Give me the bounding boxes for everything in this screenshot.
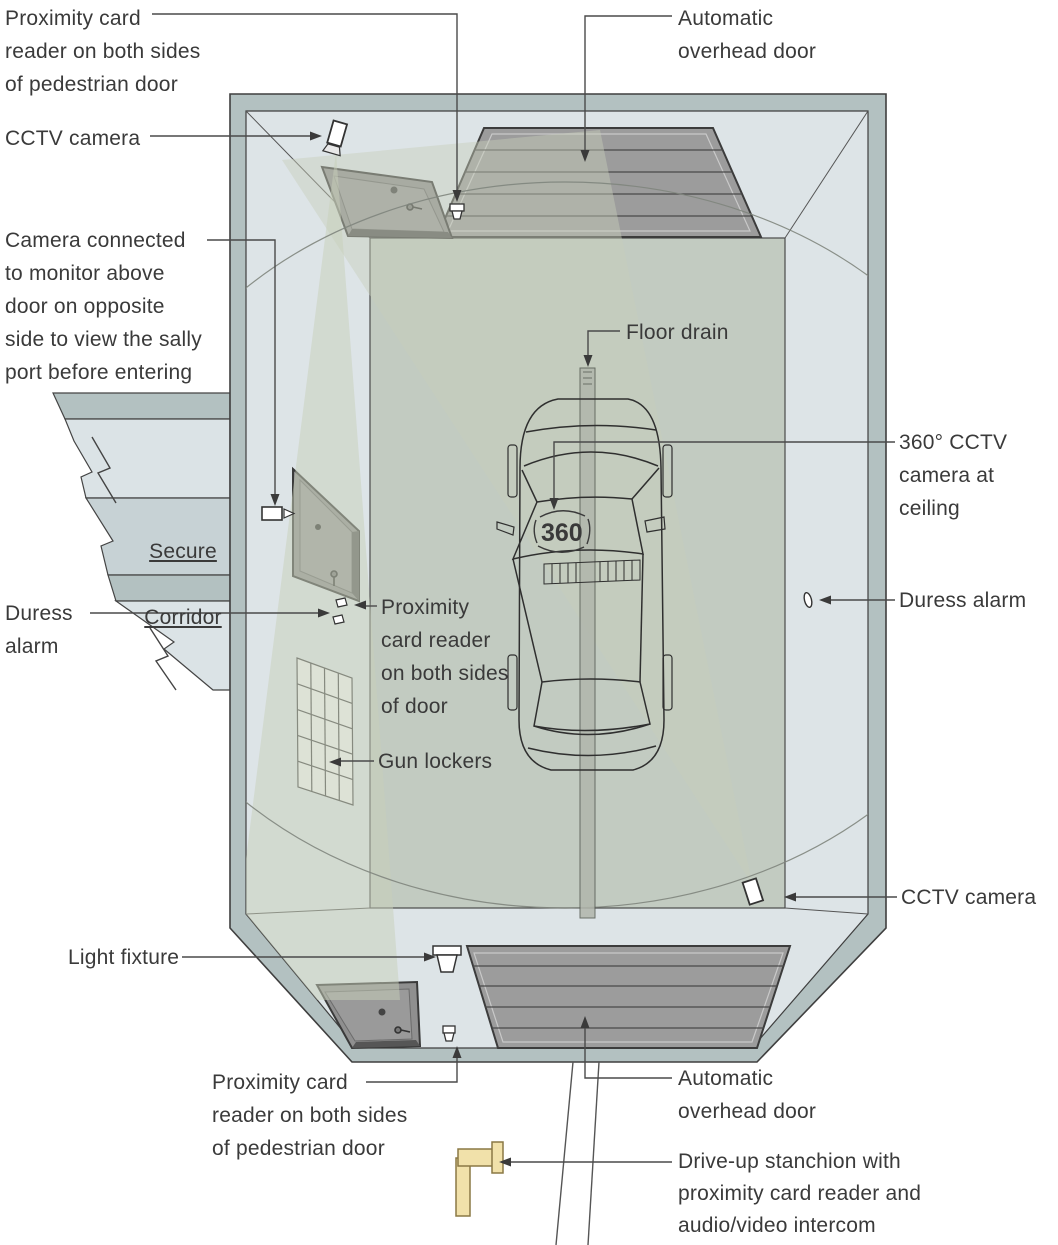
duress-button-right-icon <box>803 591 813 609</box>
driveway-lines <box>555 1061 600 1245</box>
label-proximity-reader-top: Proximity card reader on both sides of p… <box>5 7 201 96</box>
marker-360-text: 360 <box>541 519 583 547</box>
proximity-card-reader-button <box>335 597 348 608</box>
label-duress-alarm-left: Duress alarm <box>5 602 73 658</box>
wheel <box>507 444 518 498</box>
break-line-upper <box>91 436 117 504</box>
label-floor-drain: Floor drain <box>626 321 729 344</box>
label-cctv-camera-top: CCTV camera <box>5 127 141 150</box>
duress-alarm-button <box>332 614 345 625</box>
corridor-upper-wall <box>52 392 231 420</box>
light-fixture-icon <box>432 945 462 973</box>
label-secure-corridor: Secure Corridor <box>118 502 248 667</box>
drive-up-stanchion-icon <box>455 1141 504 1217</box>
leader-360-cctv <box>553 441 895 499</box>
door-key-icon <box>394 1026 411 1034</box>
leader-prox-top <box>152 13 458 191</box>
cctv-camera-bottom-icon <box>741 877 765 906</box>
cone-top-camera <box>246 152 400 1000</box>
proximity-reader-top-icon <box>449 203 465 220</box>
car-body <box>518 398 665 771</box>
windshield <box>511 496 644 561</box>
cctv-camera-top-icon <box>321 119 349 157</box>
duress-buttons-left-icon <box>332 597 348 625</box>
cowl-vent-band <box>543 559 641 585</box>
door-knob <box>390 186 398 194</box>
leader-arrowheads <box>270 131 831 1167</box>
pedestrian-door-top <box>320 165 454 240</box>
break-line-lower <box>149 627 177 691</box>
corridor-upper-floor <box>64 418 231 499</box>
monitor-camera-icon <box>261 506 296 521</box>
wheel <box>507 654 518 711</box>
label-drive-up-stanchion: Drive-up stanchion with proximity card r… <box>678 1150 922 1237</box>
label-proximity-reader-bottom: Proximity card reader on both sides of p… <box>212 1071 408 1160</box>
sally-port-floor <box>369 237 786 909</box>
secure-corridor-structure <box>52 392 231 691</box>
coverage-circle-360 <box>246 181 868 909</box>
camera-view-cones <box>246 130 868 1000</box>
label-gun-lockers: Gun lockers <box>378 750 493 773</box>
wheel <box>662 444 673 498</box>
label-camera-monitor: Camera connected to monitor above door o… <box>5 229 202 384</box>
side-mirror <box>496 521 515 536</box>
label-360-cctv: 360° CCTV camera at ceiling <box>899 431 1008 520</box>
label-secure-corridor-line1: Secure <box>149 540 217 563</box>
leader-floor-drain <box>587 330 620 356</box>
leader-auto-bottom <box>584 1027 672 1079</box>
floor-drain-strip <box>579 367 596 919</box>
label-automatic-door-bottom: Automatic overhead door <box>678 1067 817 1123</box>
camera-360-marker: 360 <box>533 510 591 553</box>
proximity-reader-bottom-icon <box>442 1025 456 1042</box>
cone-bottom-right-camera <box>282 130 752 884</box>
leader-prox-bottom <box>366 1057 458 1083</box>
car <box>496 398 673 771</box>
label-cctv-camera-right: CCTV camera <box>901 886 1037 909</box>
leader-camera-monitor <box>207 239 276 495</box>
leader-auto-top <box>584 15 672 151</box>
label-duress-alarm-right: Duress alarm <box>899 589 1027 612</box>
overhead-door-bottom <box>465 945 792 1049</box>
door-knob <box>378 1008 386 1016</box>
leader-lines <box>90 13 897 1163</box>
label-secure-corridor-line2: Corridor <box>144 606 222 629</box>
label-proximity-reader-door: Proximity card reader on both sides of d… <box>381 596 509 718</box>
label-light-fixture: Light fixture <box>68 946 180 969</box>
side-mirror <box>644 516 666 533</box>
label-automatic-door-top: Automatic overhead door <box>678 7 817 63</box>
